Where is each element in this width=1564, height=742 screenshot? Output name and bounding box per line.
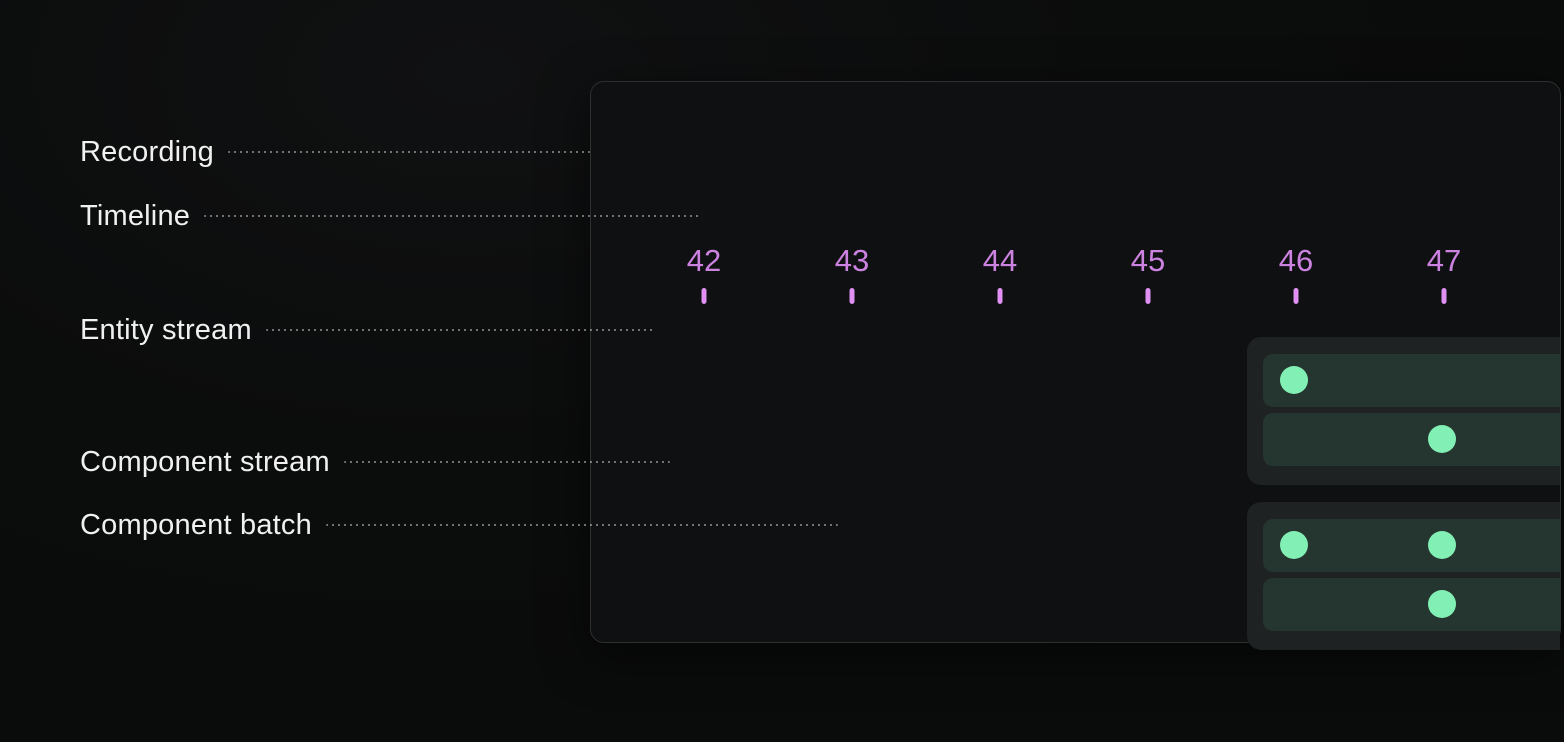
tick-mark	[849, 288, 855, 304]
tick-number: 45	[1130, 243, 1166, 278]
tick-mark	[997, 288, 1003, 304]
annotation-component-stream: Component stream	[80, 445, 670, 479]
event-dot-43	[1428, 531, 1456, 559]
annotation-recording: Recording	[80, 135, 590, 169]
entity-stream-row-2	[1263, 413, 1560, 466]
component-stream-group	[1247, 502, 1560, 650]
component-batch-leader-line	[325, 524, 838, 526]
component-stream-row	[1263, 519, 1560, 572]
entity-stream-group	[1247, 337, 1560, 485]
component-batch-row	[1263, 578, 1560, 631]
timeline-label: Timeline	[80, 200, 191, 232]
recording-leader-line	[228, 151, 590, 153]
annotation-component-batch: Component batch	[80, 508, 838, 542]
annotation-entity-stream: Entity stream	[80, 313, 656, 347]
entity-stream-leader-line	[265, 329, 656, 331]
tick-number: 44	[982, 243, 1018, 278]
tick-number: 43	[834, 243, 870, 278]
recording-label: Recording	[80, 136, 214, 168]
tick-mark	[1293, 288, 1299, 304]
timeline-leader-line	[204, 215, 699, 217]
recording-panel: 42 43 44 45 46 47	[590, 81, 1561, 650]
tick-number: 46	[1278, 243, 1314, 278]
tick-mark	[701, 288, 707, 304]
entity-stream-label: Entity stream	[80, 314, 252, 346]
component-stream-label: Component stream	[80, 446, 330, 478]
event-dot-42	[1280, 366, 1308, 394]
annotation-timeline: Timeline	[80, 199, 699, 233]
component-stream-leader-line	[343, 461, 670, 463]
event-dot-43	[1428, 425, 1456, 453]
tick-number: 47	[1426, 243, 1462, 278]
component-batch-label: Component batch	[80, 509, 312, 541]
tick-mark	[1145, 288, 1151, 304]
tick-number: 42	[686, 243, 722, 278]
tick-mark	[1441, 288, 1447, 304]
event-dot-42	[1280, 531, 1308, 559]
event-dot-43	[1428, 590, 1456, 618]
entity-stream-row-1	[1263, 354, 1560, 407]
